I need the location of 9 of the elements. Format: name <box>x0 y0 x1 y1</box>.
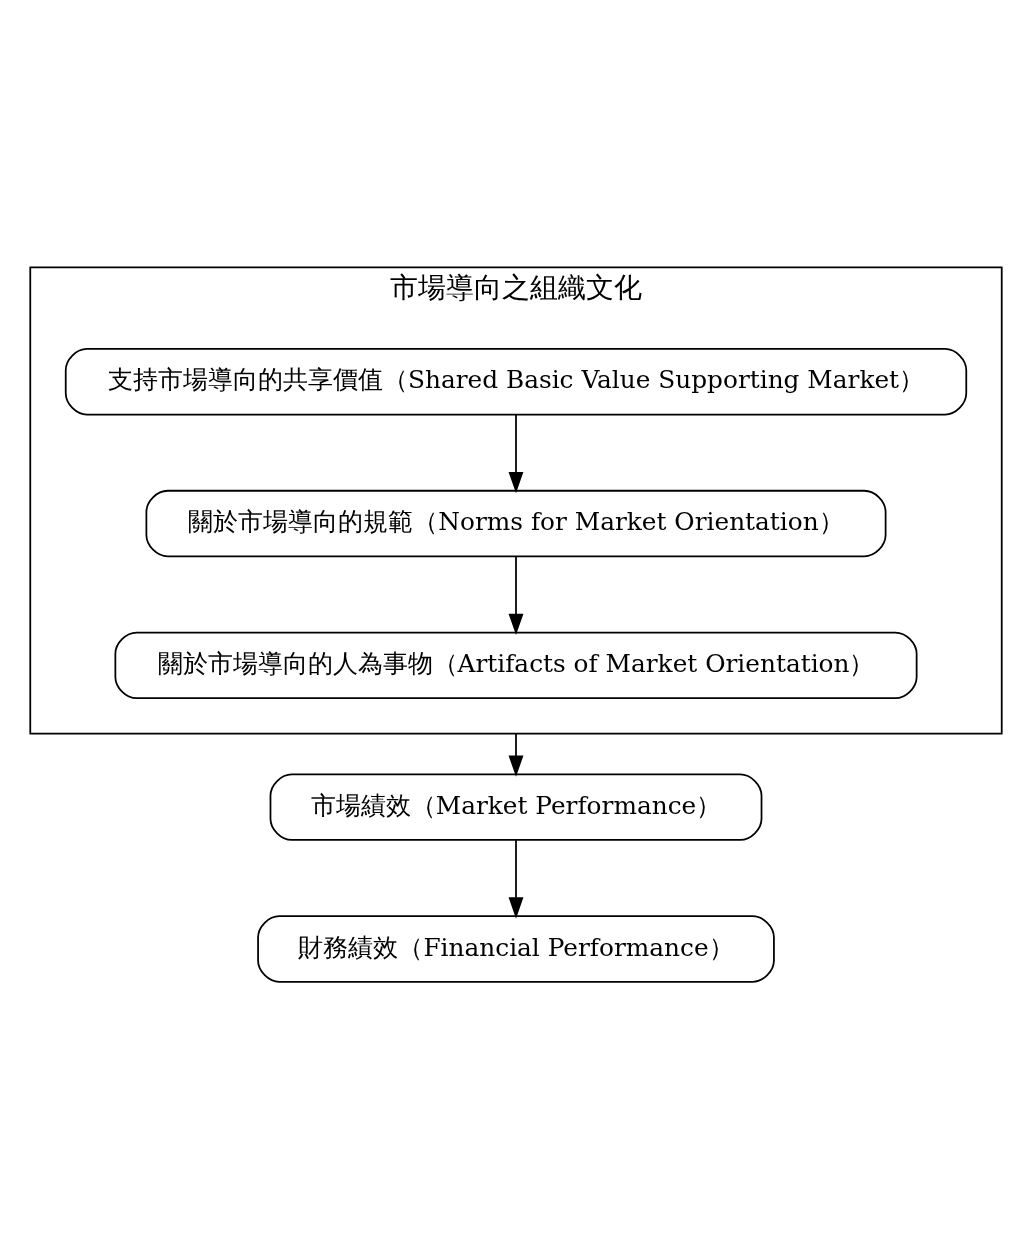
arrow <box>508 838 523 919</box>
node-box: 市場績效（Market Performance） <box>269 773 762 841</box>
node-box: 財務績效（Financial Performance） <box>256 914 775 983</box>
arrow <box>508 413 523 493</box>
arrow <box>508 555 523 635</box>
node-box: 關於市場導向的規範（Norms for Market Orientation） <box>145 489 886 557</box>
node-box: 關於市場導向的人為事物（Artifacts of Market Orientation） <box>113 631 918 699</box>
node-box: 支持市場導向的共享價值（Shared Basic Value Supporting Market） <box>64 347 967 415</box>
arrow <box>508 732 523 777</box>
